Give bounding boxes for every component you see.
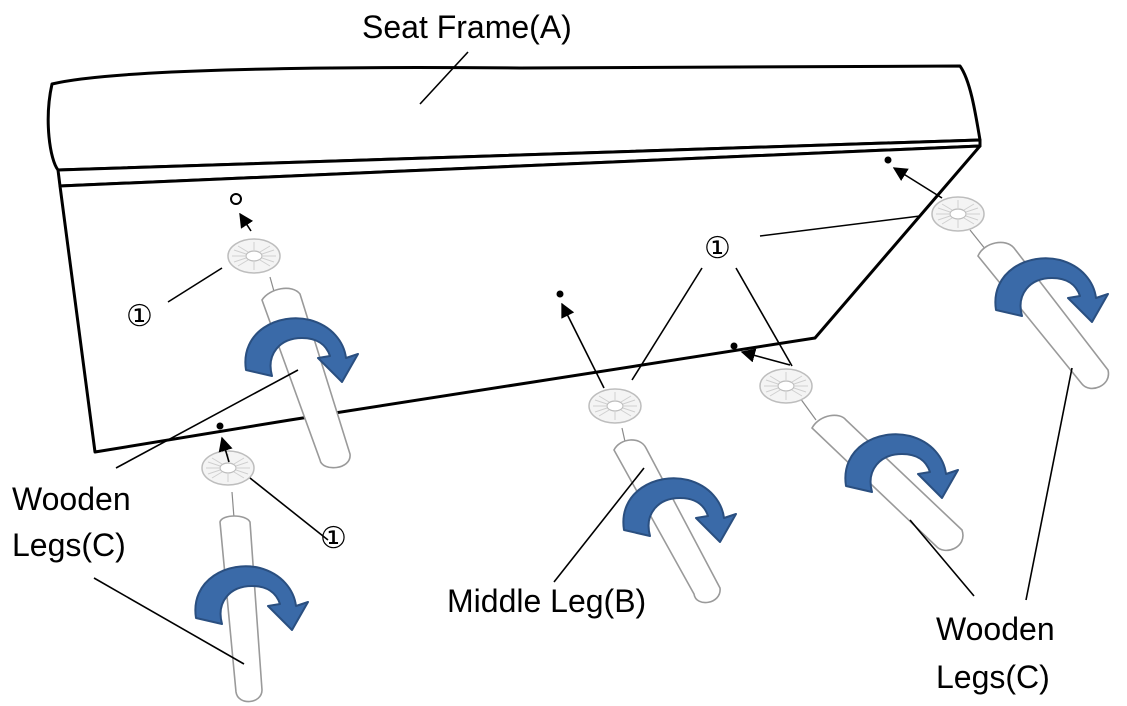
wooden-leg-far-right: [931, 196, 1110, 390]
wooden-legs-right-label-line1: Wooden: [936, 611, 1055, 647]
washer-marker-1: ①: [126, 299, 153, 334]
mounting-hole-icon: [730, 342, 738, 350]
seat-frame: [46, 64, 982, 454]
washer-marker-3: ①: [704, 231, 731, 266]
mounting-hole-icon: [230, 193, 242, 205]
wooden-leg-right-middle: [759, 368, 964, 552]
wooden-legs-left-label-line1: Wooden: [12, 481, 131, 517]
washer-marker-2: ①: [320, 521, 347, 556]
middle-leg-label: Middle Leg(B): [447, 583, 646, 619]
mounting-hole-icon: [556, 290, 564, 298]
wooden-leg-lower-left: [194, 450, 309, 703]
washer-icon: [588, 388, 642, 424]
washer-icon: [759, 368, 813, 404]
wooden-legs-right-label-line2: Legs(C): [936, 659, 1050, 695]
washer-icon: [931, 196, 985, 232]
mounting-hole-icon: [884, 156, 892, 164]
mounting-hole-icon: [216, 422, 224, 430]
leader-lines: [93, 51, 1073, 665]
seat-frame-label: Seat Frame(A): [362, 9, 572, 45]
insertion-arrows: [218, 167, 943, 463]
wooden-legs-left-label-line2: Legs(C): [12, 527, 126, 563]
wooden-leg-upper-left: [227, 238, 359, 469]
washer-icon: [227, 238, 281, 274]
middle-leg: [588, 388, 737, 604]
